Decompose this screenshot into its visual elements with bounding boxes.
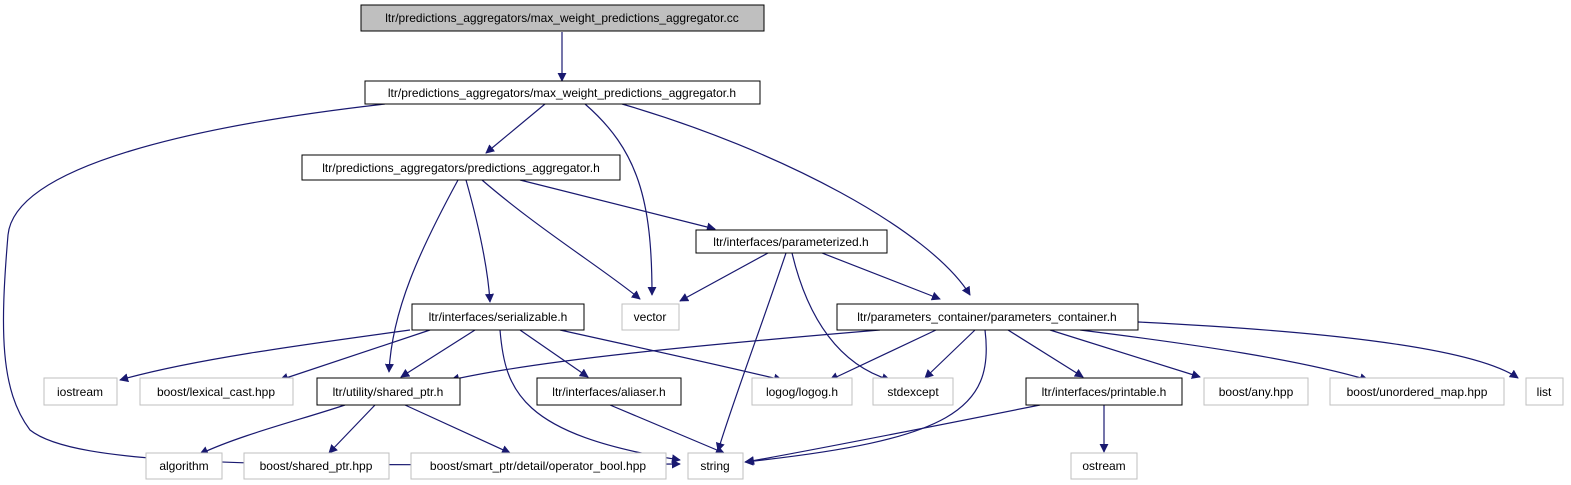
svg-text:ostream: ostream <box>1082 459 1125 473</box>
node-predictions-aggregator-h[interactable]: ltr/predictions_aggregators/predictions_… <box>301 154 621 181</box>
edge-parameters-container-h-to-boost-any <box>1049 329 1201 379</box>
node-boost-unordered-map: boost/unordered_map.hpp <box>1329 377 1505 406</box>
svg-text:ltr/parameters_container/param: ltr/parameters_container/parameters_cont… <box>857 310 1116 324</box>
edge-parameters-container-h-to-list <box>1137 321 1519 379</box>
svg-text:ltr/utility/shared_ptr.h: ltr/utility/shared_ptr.h <box>333 385 444 399</box>
edge-predictions-aggregator-h-to-vector <box>481 179 641 300</box>
edge-parameters-container-h-to-string <box>744 329 987 466</box>
node-parameters-container-h[interactable]: ltr/parameters_container/parameters_cont… <box>836 303 1139 331</box>
node-boost-lexical-cast: boost/lexical_cast.hpp <box>139 377 294 406</box>
svg-text:algorithm: algorithm <box>159 459 208 473</box>
edge-serializable-h-to-shared-ptr-h <box>400 329 476 378</box>
edge-max-weight-h-to-parameters-container-h <box>621 103 971 296</box>
edge-predictions-aggregator-h-to-shared-ptr-h <box>384 179 459 373</box>
node-algorithm: algorithm <box>145 452 223 480</box>
edge-serializable-h-to-string <box>499 329 681 464</box>
edge-aliaser-h-to-string <box>609 404 725 455</box>
node-boost-shared-ptr: boost/shared_ptr.hpp <box>243 452 390 480</box>
svg-text:ltr/predictions_aggregators/pr: ltr/predictions_aggregators/predictions_… <box>322 161 600 175</box>
svg-text:vector: vector <box>634 310 667 324</box>
svg-text:ltr/interfaces/parameterized.h: ltr/interfaces/parameterized.h <box>713 235 868 249</box>
node-root-file: ltr/predictions_aggregators/max_weight_p… <box>360 4 765 32</box>
node-iostream: iostream <box>43 377 118 406</box>
edge-parameterized-h-to-stdexcept <box>791 252 891 382</box>
edge-predictions-aggregator-h-to-serializable-h <box>465 179 494 303</box>
node-aliaser-h[interactable]: ltr/interfaces/aliaser.h <box>536 377 682 406</box>
svg-text:stdexcept: stdexcept <box>887 385 939 399</box>
edge-max-weight-h-to-vector <box>584 103 657 296</box>
node-parameterized-h[interactable]: ltr/interfaces/parameterized.h <box>695 229 888 254</box>
node-shared-ptr-h[interactable]: ltr/utility/shared_ptr.h <box>316 377 461 406</box>
edge-parameters-container-h-to-unordered-map <box>1079 329 1369 383</box>
node-string: string <box>687 452 744 480</box>
node-vector: vector <box>621 303 680 331</box>
node-stdexcept: stdexcept <box>872 377 954 406</box>
node-serializable-h[interactable]: ltr/interfaces/serializable.h <box>411 303 585 331</box>
svg-text:list: list <box>1537 385 1552 399</box>
svg-text:ltr/interfaces/aliaser.h: ltr/interfaces/aliaser.h <box>552 385 665 399</box>
svg-text:ltr/predictions_aggregators/ma: ltr/predictions_aggregators/max_weight_p… <box>385 11 739 25</box>
svg-text:boost/smart_ptr/detail/operato: boost/smart_ptr/detail/operator_bool.hpp <box>430 459 646 473</box>
node-ostream: ostream <box>1070 452 1138 480</box>
svg-text:iostream: iostream <box>57 385 103 399</box>
edge-parameterized-h-to-vector <box>679 252 769 302</box>
svg-text:string: string <box>700 459 729 473</box>
node-boost-operator-bool: boost/smart_ptr/detail/operator_bool.hpp <box>410 452 667 480</box>
edge-serializable-h-to-lexical-cast <box>279 329 431 382</box>
svg-text:ltr/interfaces/serializable.h: ltr/interfaces/serializable.h <box>429 310 568 324</box>
node-printable-h[interactable]: ltr/interfaces/printable.h <box>1025 377 1183 406</box>
edge-shared-ptr-h-to-algorithm <box>199 404 346 455</box>
edge-parameters-container-h-to-printable-h <box>1007 329 1084 378</box>
svg-text:boost/any.hpp: boost/any.hpp <box>1219 385 1294 399</box>
edge-predictions-aggregator-h-to-parameterized-h <box>519 179 716 232</box>
edge-serializable-h-to-logog <box>559 329 783 383</box>
edge-parameters-container-h-to-stdexcept <box>924 329 976 379</box>
edge-parameterized-h-to-parameters-container-h <box>821 252 941 301</box>
node-max-weight-predictions-aggregator-h[interactable]: ltr/predictions_aggregators/max_weight_p… <box>364 80 761 105</box>
edge-parameters-container-h-to-shared-ptr-h <box>450 329 881 383</box>
svg-text:ltr/predictions_aggregators/ma: ltr/predictions_aggregators/max_weight_p… <box>388 86 736 100</box>
edge-max-weight-h-to-predictions-aggregator-h <box>485 103 546 154</box>
node-boost-any: boost/any.hpp <box>1203 377 1309 406</box>
edge-printable-h-to-string <box>745 404 1041 465</box>
svg-text:boost/lexical_cast.hpp: boost/lexical_cast.hpp <box>157 385 275 399</box>
svg-text:logog/logog.h: logog/logog.h <box>766 385 838 399</box>
edge-parameterized-h-to-string <box>715 252 787 452</box>
edge-serializable-h-to-aliaser-h <box>519 329 589 378</box>
edge-serializable-h-to-iostream <box>119 329 411 383</box>
svg-text:boost/shared_ptr.hpp: boost/shared_ptr.hpp <box>260 459 373 473</box>
node-logog: logog/logog.h <box>751 377 853 406</box>
svg-text:ltr/interfaces/printable.h: ltr/interfaces/printable.h <box>1042 385 1167 399</box>
edge-shared-ptr-h-to-operator-bool <box>404 404 511 454</box>
node-list: list <box>1525 377 1564 406</box>
svg-text:boost/unordered_map.hpp: boost/unordered_map.hpp <box>1347 385 1488 399</box>
edge-parameters-container-h-to-logog <box>829 329 937 381</box>
edge-shared-ptr-h-to-boost-shared-ptr <box>328 404 376 454</box>
